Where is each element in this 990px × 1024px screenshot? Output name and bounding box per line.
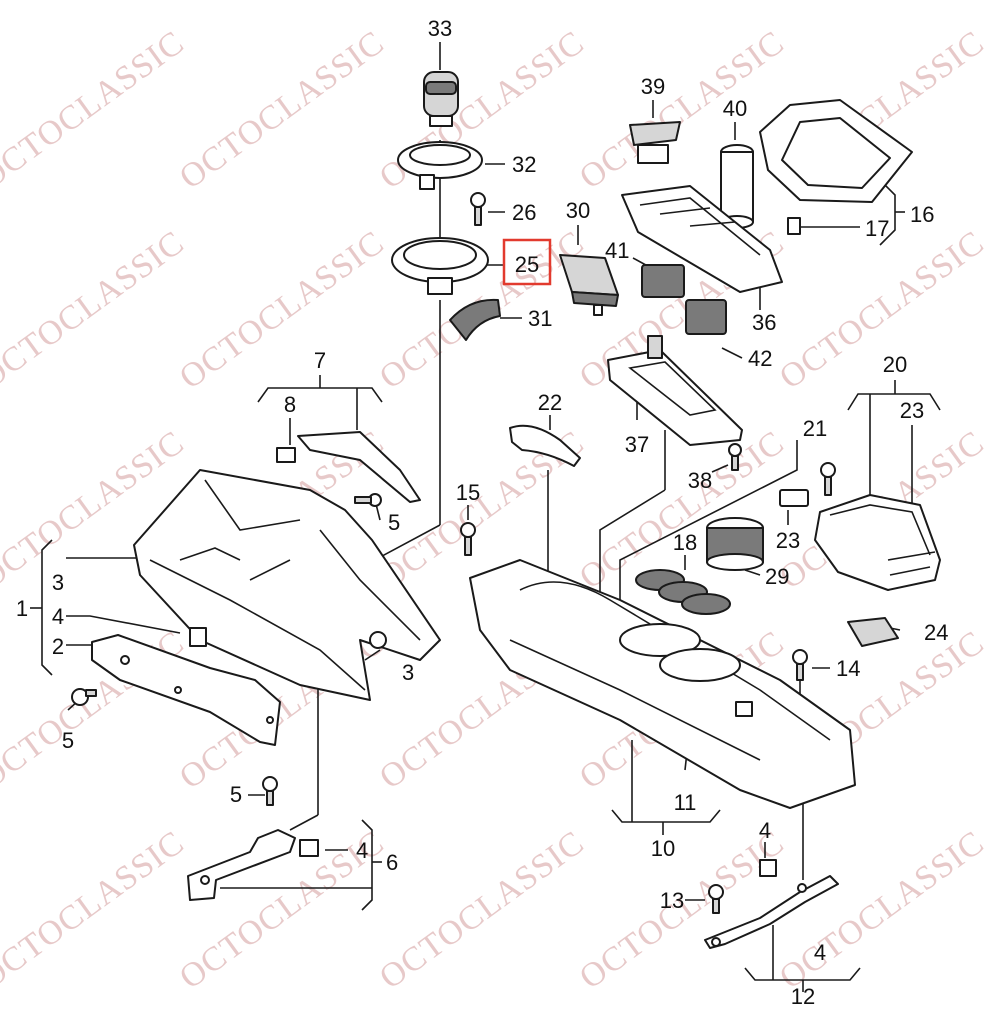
watermark-text: OCTOCLASSIC xyxy=(0,824,191,997)
callout-3a[interactable]: 3 xyxy=(52,570,64,595)
callout-21[interactable]: 21 xyxy=(803,416,827,441)
callout-23b[interactable]: 23 xyxy=(776,528,800,553)
callout-4d[interactable]: 4 xyxy=(814,940,826,965)
callout-4c[interactable]: 4 xyxy=(759,818,771,843)
cup-insert-part xyxy=(706,517,764,571)
cup-mats-part xyxy=(635,569,731,615)
callout-29[interactable]: 29 xyxy=(765,564,789,589)
callout-2[interactable]: 2 xyxy=(52,634,64,659)
callout-23a[interactable]: 23 xyxy=(900,398,924,423)
callout-18[interactable]: 18 xyxy=(673,530,697,555)
screw-14-part xyxy=(792,649,808,681)
trim-7-part xyxy=(297,431,421,503)
callout-4b[interactable]: 4 xyxy=(356,838,368,863)
bracket-6-part xyxy=(187,829,296,901)
callout-5b[interactable]: 5 xyxy=(62,728,74,753)
callout-5c[interactable]: 5 xyxy=(230,782,242,807)
callout-13[interactable]: 13 xyxy=(660,888,684,913)
screw-part xyxy=(470,192,486,226)
screw-15-part xyxy=(460,522,476,556)
callout-7[interactable]: 7 xyxy=(314,348,326,373)
switch-part xyxy=(559,254,619,316)
cap-24-part xyxy=(847,617,899,647)
callout-11[interactable]: 11 xyxy=(674,790,697,815)
callout-24[interactable]: 24 xyxy=(924,620,948,645)
armrest-part xyxy=(814,494,941,591)
watermark-text: OCTOCLASSIC xyxy=(173,24,391,197)
callout-37[interactable]: 37 xyxy=(625,432,649,457)
screw-38-part xyxy=(728,443,742,471)
callout-3b[interactable]: 3 xyxy=(402,660,414,685)
callout-1[interactable]: 1 xyxy=(16,596,28,621)
watermark-text: OCTOCLASSIC xyxy=(573,24,791,197)
parts xyxy=(71,71,941,949)
screw-5c-part xyxy=(262,776,278,806)
callout-31[interactable]: 31 xyxy=(528,306,552,331)
callout-40[interactable]: 40 xyxy=(723,96,747,121)
callout-36[interactable]: 36 xyxy=(752,310,776,335)
callout-labels: 33 32 26 25 31 30 39 40 41 36 42 16 17 7… xyxy=(16,16,949,1009)
watermark-text: OCTOCLASSIC xyxy=(373,824,591,997)
callout-33[interactable]: 33 xyxy=(428,16,452,41)
center-console-part xyxy=(469,559,856,809)
screw-5b-part xyxy=(71,688,97,706)
clip-4a-part xyxy=(189,627,207,647)
callout-8[interactable]: 8 xyxy=(284,392,296,417)
callout-32[interactable]: 32 xyxy=(512,152,536,177)
clip-17-part xyxy=(787,217,801,235)
highlight-box xyxy=(502,238,552,286)
callout-12[interactable]: 12 xyxy=(791,984,815,1009)
watermark-text: OCTOCLASSIC xyxy=(0,24,191,197)
watermark-text: OCTOCLASSIC xyxy=(173,224,391,397)
callout-25[interactable]: 25 xyxy=(515,252,539,277)
power-socket-part xyxy=(720,144,754,229)
watermark-text: OCTOCLASSIC xyxy=(0,224,191,397)
trim-strip-part xyxy=(91,634,281,746)
bracket-37-part xyxy=(607,349,743,446)
switch-42-part xyxy=(685,299,727,335)
callout-20[interactable]: 20 xyxy=(883,352,907,377)
callout-30[interactable]: 30 xyxy=(566,198,590,223)
screw-13-part xyxy=(708,884,724,914)
callout-15[interactable]: 15 xyxy=(456,480,480,505)
callout-17[interactable]: 17 xyxy=(865,216,889,241)
callout-5a[interactable]: 5 xyxy=(388,510,400,535)
switch-panel-part xyxy=(621,185,783,293)
shift-ring-part xyxy=(397,141,483,190)
switch-41-part xyxy=(641,264,685,298)
callout-38[interactable]: 38 xyxy=(688,468,712,493)
screw-5-part xyxy=(354,493,382,507)
curved-trim-part xyxy=(449,298,501,341)
watermark-text: OCTOCLASSIC xyxy=(773,224,990,397)
callout-41[interactable]: 41 xyxy=(605,238,629,263)
callout-39[interactable]: 39 xyxy=(641,74,665,99)
switch-39-part xyxy=(629,121,681,164)
watermark-text: OCTOCLASSIC xyxy=(573,424,791,597)
screw-21-part xyxy=(820,462,836,496)
watermark-text: OCTOCLASSIC xyxy=(773,824,990,997)
nut-3-part xyxy=(369,631,387,649)
small-cover-23-part xyxy=(779,489,809,507)
gear-knob-part xyxy=(423,71,459,127)
callout-22[interactable]: 22 xyxy=(538,390,562,415)
callout-16[interactable]: 16 xyxy=(910,202,934,227)
trim-ring-part xyxy=(391,237,489,295)
clip-8-part xyxy=(276,447,296,463)
callout-10[interactable]: 10 xyxy=(651,836,675,861)
callout-42[interactable]: 42 xyxy=(748,346,772,371)
callout-14[interactable]: 14 xyxy=(836,656,860,681)
cover-22-part xyxy=(509,424,581,467)
callout-4a[interactable]: 4 xyxy=(52,604,64,629)
callout-26[interactable]: 26 xyxy=(512,200,536,225)
clip-11-part xyxy=(735,701,753,717)
callout-6[interactable]: 6 xyxy=(386,850,398,875)
